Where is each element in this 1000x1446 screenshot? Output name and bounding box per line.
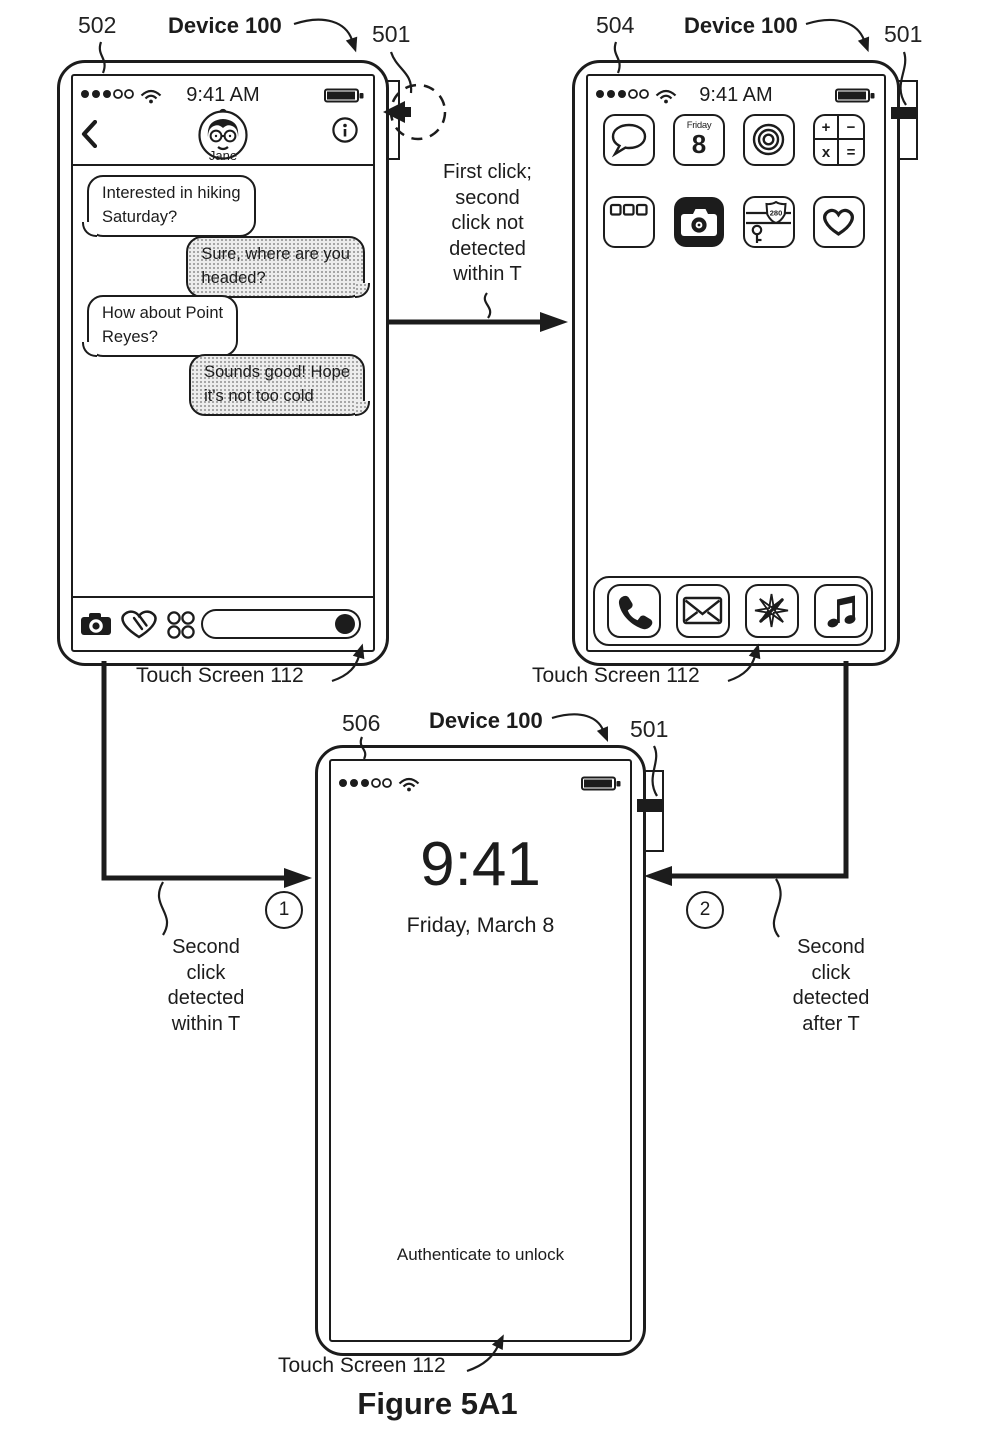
device-a-touch-screen: 9:41 AM [71, 74, 375, 652]
digital-touch-icon[interactable] [116, 608, 162, 640]
device-100-label: Device 100 [684, 13, 798, 39]
device-c-touch-screen: 9:41 Friday, March 8 Authenticate to unl… [329, 759, 632, 1342]
transition-left-label: Second click detected within T [136, 935, 276, 1037]
camera-app-icon [673, 196, 725, 248]
app-icon-calculator[interactable]: + − x = [813, 114, 865, 166]
app-icon-maps[interactable]: 280 [743, 196, 795, 248]
contact-name: Jane [73, 148, 373, 163]
app-icon-calendar[interactable]: Friday 8 [673, 114, 725, 166]
message-input[interactable] [201, 609, 361, 639]
message-bubble-received: Interested in hiking Saturday? [87, 175, 256, 237]
squiggle-first-click [485, 293, 490, 318]
calculator-keys: + − x = [815, 116, 863, 164]
transition-top-label: First click; second click not detected w… [415, 160, 560, 288]
squiggle-second-after [774, 879, 781, 937]
lock-time: 9:41 [331, 829, 630, 900]
device-b-touch-screen: 9:41 AM Friday 8 [586, 74, 886, 652]
calc-equals: = [839, 140, 863, 164]
app-icon-health[interactable] [813, 196, 865, 248]
back-chevron-icon[interactable] [81, 120, 97, 148]
device-b-case: 9:41 AM Friday 8 [572, 60, 900, 666]
arrow-device-100-b [806, 20, 864, 40]
step-2-badge: 2 [686, 891, 724, 929]
message-bubble-sent: Sounds good! Hope it's not too cold [189, 354, 365, 416]
ref-501-c: 501 [630, 716, 668, 743]
conversation-header: Jane [73, 114, 373, 166]
ref-501-b: 501 [884, 21, 922, 48]
device-a-case: 9:41 AM [57, 60, 389, 666]
transition-right-label: Second click detected after T [761, 935, 901, 1037]
ref-506: 506 [342, 710, 380, 737]
dock-icon-phone[interactable] [607, 584, 661, 638]
calendar-day: 8 [675, 131, 723, 157]
ref-501-a: 501 [372, 21, 410, 48]
arrow-device-100-c [552, 714, 603, 730]
app-icon-messages[interactable] [603, 114, 655, 166]
battery-icon [324, 86, 366, 105]
message-bubble-sent: Sure, where are you headed? [186, 236, 365, 298]
info-icon[interactable] [331, 116, 359, 144]
app-icon-camera[interactable] [673, 196, 725, 248]
press-arrow-stem [404, 107, 411, 117]
calc-plus: + [815, 116, 839, 140]
calc-minus: − [839, 116, 863, 140]
arrow-second-click-within-t [104, 661, 286, 878]
shield-number: 280 [770, 209, 783, 218]
concentric-circles-icon [745, 116, 792, 163]
touch-screen-label-a: Touch Screen 112 [136, 664, 304, 688]
phone-handset-icon [609, 586, 658, 635]
message-toolbar [73, 596, 373, 650]
battery-icon [581, 774, 623, 793]
dock-icon-safari[interactable] [745, 584, 799, 638]
device-100-label: Device 100 [168, 13, 282, 39]
app-icon-photos[interactable] [743, 114, 795, 166]
status-bar: 9:41 AM [588, 76, 884, 114]
wifi-icon [397, 775, 421, 792]
authenticate-prompt: Authenticate to unlock [331, 1245, 630, 1265]
touch-screen-label-b: Touch Screen 112 [532, 664, 700, 688]
device-c-case: 9:41 Friday, March 8 Authenticate to unl… [315, 745, 646, 1356]
device-100-label: Device 100 [429, 708, 543, 734]
highway-shield-key-icon: 280 [745, 198, 792, 245]
speech-bubble-icon [605, 116, 652, 163]
audio-message-icon[interactable] [335, 614, 355, 634]
envelope-icon [678, 586, 727, 635]
figure-caption: Figure 5A1 [330, 1386, 545, 1422]
app-icon-widgets[interactable] [603, 196, 655, 248]
arrow-second-click-after-t [670, 661, 846, 876]
message-bubble-received: How about Point Reyes? [87, 295, 238, 357]
signal-strength-icon [338, 778, 394, 788]
battery-icon [835, 86, 877, 105]
dock-icon-mail[interactable] [676, 584, 730, 638]
three-squares-icon [605, 198, 652, 245]
camera-icon[interactable] [80, 612, 112, 636]
compass-starburst-icon [747, 586, 796, 635]
dock-icon-music[interactable] [814, 584, 868, 638]
calc-multiply: x [815, 140, 839, 164]
squiggle-second-within [159, 882, 167, 935]
heart-icon [815, 198, 862, 245]
ref-504: 504 [596, 12, 634, 39]
step-1-badge: 1 [265, 891, 303, 929]
ref-502: 502 [78, 12, 116, 39]
status-bar [331, 761, 630, 799]
touch-screen-label-c: Touch Screen 112 [278, 1354, 446, 1378]
dock [593, 576, 873, 646]
lock-date: Friday, March 8 [331, 913, 630, 938]
apps-grid-icon[interactable] [165, 610, 197, 640]
arrow-device-100-a [294, 20, 352, 40]
music-note-icon [816, 586, 865, 635]
